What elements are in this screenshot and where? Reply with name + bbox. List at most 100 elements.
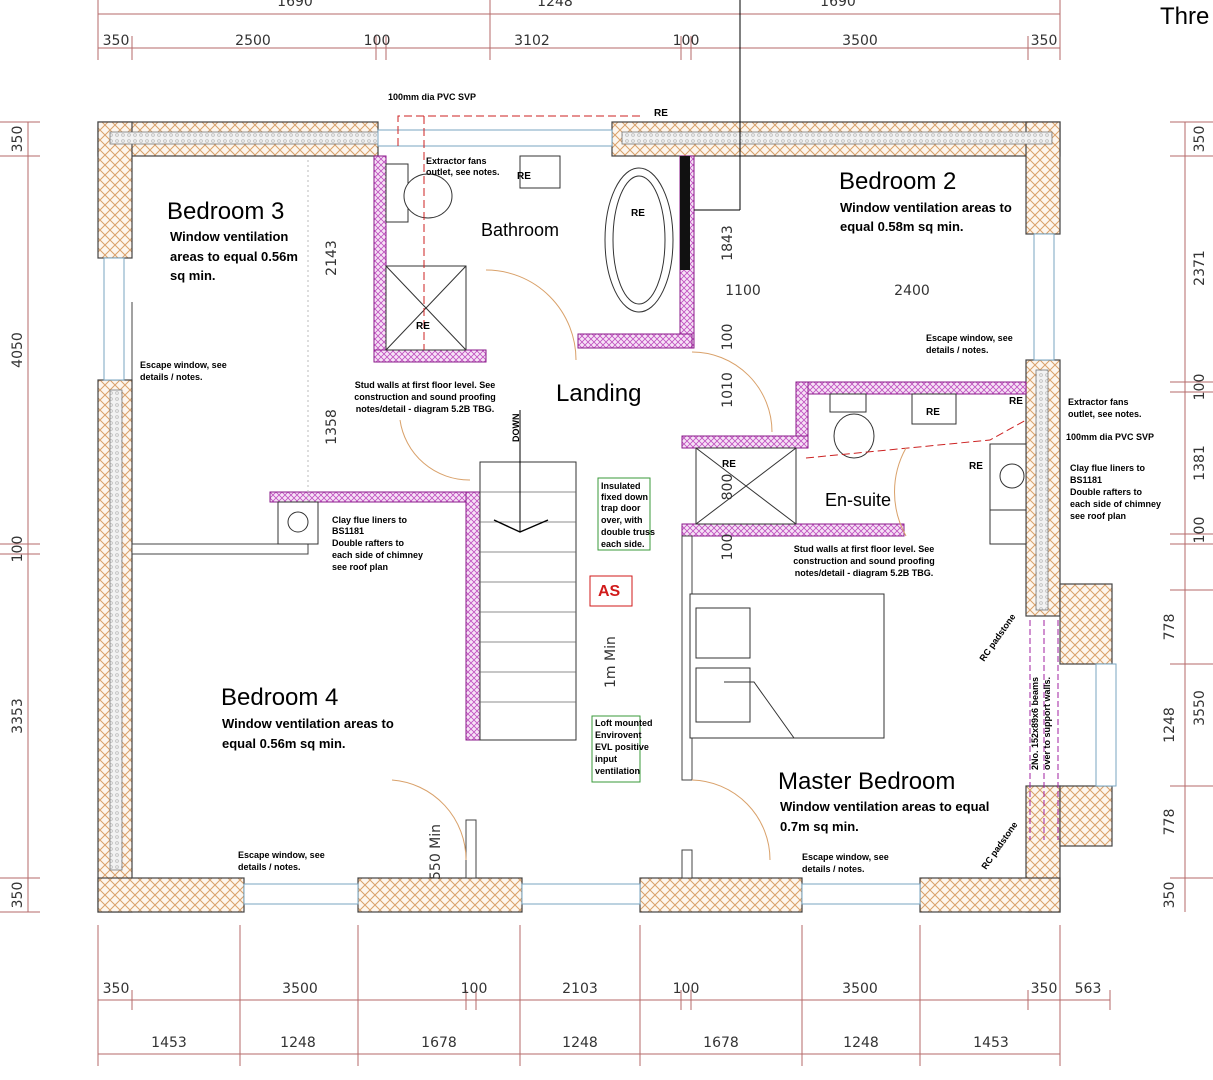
flue-note-left-2: BS1181	[332, 526, 364, 536]
escape-note-br-2: details / notes.	[802, 864, 865, 874]
dim-bottom2-4: 1248	[562, 1035, 598, 1051]
stud-note-right-3: notes/detail - diagram 5.2B TBG.	[795, 568, 934, 578]
internal-walls	[131, 155, 1027, 879]
door-swings	[391, 269, 907, 861]
escape-note-left-1: Escape window, see	[140, 360, 227, 370]
re-label: RE	[1009, 396, 1023, 407]
stud-note-left-1: Stud walls at first floor level. See	[355, 380, 496, 390]
beams-note-2: over to support walls.	[1042, 677, 1052, 770]
flue-note-left-1: Clay flue liners to	[332, 515, 408, 525]
bedroom-4-vent-note-2: equal 0.56m sq min.	[222, 736, 346, 751]
bedroom-3-vent-note-3: sq min.	[170, 268, 216, 283]
dim-800: 800	[720, 474, 736, 501]
flue-note-right-1: Clay flue liners to	[1070, 463, 1146, 473]
escape-note-right-2: details / notes.	[926, 345, 989, 355]
dim-top-partial-3: 1690	[820, 0, 856, 10]
dim-2400: 2400	[894, 283, 930, 299]
dim-right-2: 2371	[1192, 250, 1208, 286]
dim-top-partial-1: 1690	[277, 0, 313, 10]
dim-right-3: 100	[1192, 374, 1208, 401]
dim-left-2: 4050	[10, 332, 26, 368]
as-badge: AS	[598, 583, 621, 600]
room-labels: Bedroom 3 Window ventilation areas to eq…	[167, 168, 1012, 834]
re-label: RE	[969, 461, 983, 472]
loft-vent-note-2: Envirovent	[595, 730, 642, 740]
master-vent-note-1: Window ventilation areas to equal	[780, 799, 989, 814]
dim-bottom2-1: 1453	[151, 1035, 187, 1051]
re-label: RE	[654, 108, 668, 119]
dim-top-4: 3102	[514, 33, 550, 49]
rc-padstone-bottom: RC padstone	[979, 820, 1019, 871]
trap-door-note-6: each side.	[601, 539, 645, 549]
stud-note-left-2: construction and sound proofing	[354, 392, 496, 402]
flue-note-right-3: Double rafters to	[1070, 487, 1143, 497]
dim-right-5: 100	[1192, 517, 1208, 544]
dim-bottom-8: 563	[1075, 981, 1102, 997]
dim-right-4: 1381	[1192, 445, 1208, 481]
dim-right-8: 778	[1162, 809, 1178, 836]
dim-bottom-6: 3500	[842, 981, 878, 997]
trap-door-note-5: double truss	[601, 527, 655, 537]
loft-vent-note-1: Loft mounted	[595, 718, 653, 728]
dim-bottom-7: 350	[1031, 981, 1058, 997]
room-label-bedroom-3: Bedroom 3	[167, 198, 284, 225]
windows	[103, 129, 1117, 905]
trap-door-note-4: over, with	[601, 515, 643, 525]
dim-bottom-3: 100	[461, 981, 488, 997]
dim-bottom-4: 2103	[562, 981, 598, 997]
flue-note-left-4: each side of chimney	[332, 550, 423, 560]
dim-1100: 1100	[725, 283, 761, 299]
dimension-labels: 1690 1248 1690 Thre 350 2500 100 3102 10…	[10, 0, 1209, 1051]
dim-bath-1843: 1843	[720, 225, 736, 261]
trap-door-note-1: Insulated	[601, 481, 641, 491]
extractor-note-right-1: Extractor fans	[1068, 397, 1129, 407]
rc-padstone-top: RC padstone	[977, 612, 1017, 663]
dim-top-7: 350	[1031, 33, 1058, 49]
re-label: RE	[722, 459, 736, 470]
bedroom-3-vent-note-2: areas to equal 0.56m	[170, 249, 298, 264]
beams-note-1: 2No. 152x89x6 beams	[1030, 677, 1040, 770]
escape-note-br-1: Escape window, see	[802, 852, 889, 862]
flue-note-left-5: see roof plan	[332, 562, 388, 572]
flue-note-left-3: Double rafters to	[332, 538, 405, 548]
extractor-note-right-2: outlet, see notes.	[1068, 409, 1142, 419]
re-label: RE	[631, 208, 645, 219]
dim-bottom2-6: 1248	[843, 1035, 879, 1051]
dim-bottom2-7: 1453	[973, 1035, 1009, 1051]
corner-text: Thre	[1160, 3, 1209, 30]
dim-bottom-2: 3500	[282, 981, 318, 997]
dim-bottom2-3: 1678	[421, 1035, 457, 1051]
flue-note-right-2: BS1181	[1070, 475, 1102, 485]
dim-left-5: 350	[10, 882, 26, 909]
loft-vent-note-5: ventilation	[595, 766, 640, 776]
dim-right-1: 350	[1192, 126, 1208, 153]
dim-bottom2-2: 1248	[280, 1035, 316, 1051]
dim-left-1: 350	[10, 126, 26, 153]
dim-bath-2143: 2143	[324, 240, 340, 276]
escape-note-bl-1: Escape window, see	[238, 850, 325, 860]
loft-vent-note-4: input	[595, 754, 617, 764]
down-label: DOWN	[511, 414, 521, 443]
trap-door-note-3: trap door	[601, 503, 641, 513]
bedroom-4-vent-note-1: Window ventilation areas to	[222, 716, 394, 731]
flue-note-right-4: each side of chimney	[1070, 499, 1161, 509]
room-label-en-suite: En-suite	[825, 490, 891, 510]
escape-note-right-1: Escape window, see	[926, 333, 1013, 343]
dim-top-5: 100	[673, 33, 700, 49]
escape-note-left-2: details / notes.	[140, 372, 203, 382]
trap-door-note-2: fixed down	[601, 492, 648, 502]
flue-note-right-5: see roof plan	[1070, 511, 1126, 521]
one-m-min-label: 1m Min	[603, 636, 619, 688]
stud-note-right-2: construction and sound proofing	[793, 556, 935, 566]
dim-100-b: 100	[720, 534, 736, 561]
extractor-note-top-2: outlet, see notes.	[426, 167, 500, 177]
dim-bottom-1: 350	[103, 981, 130, 997]
bedroom-2-vent-note-2: equal 0.58m sq min.	[840, 219, 964, 234]
re-label: RE	[416, 321, 430, 332]
escape-note-bl-2: details / notes.	[238, 862, 301, 872]
room-label-bedroom-4: Bedroom 4	[221, 684, 338, 711]
extractor-note-top-1: Extractor fans	[426, 156, 487, 166]
bedroom-2-vent-note-1: Window ventilation areas to	[840, 200, 1012, 215]
dim-bottom-5: 100	[673, 981, 700, 997]
